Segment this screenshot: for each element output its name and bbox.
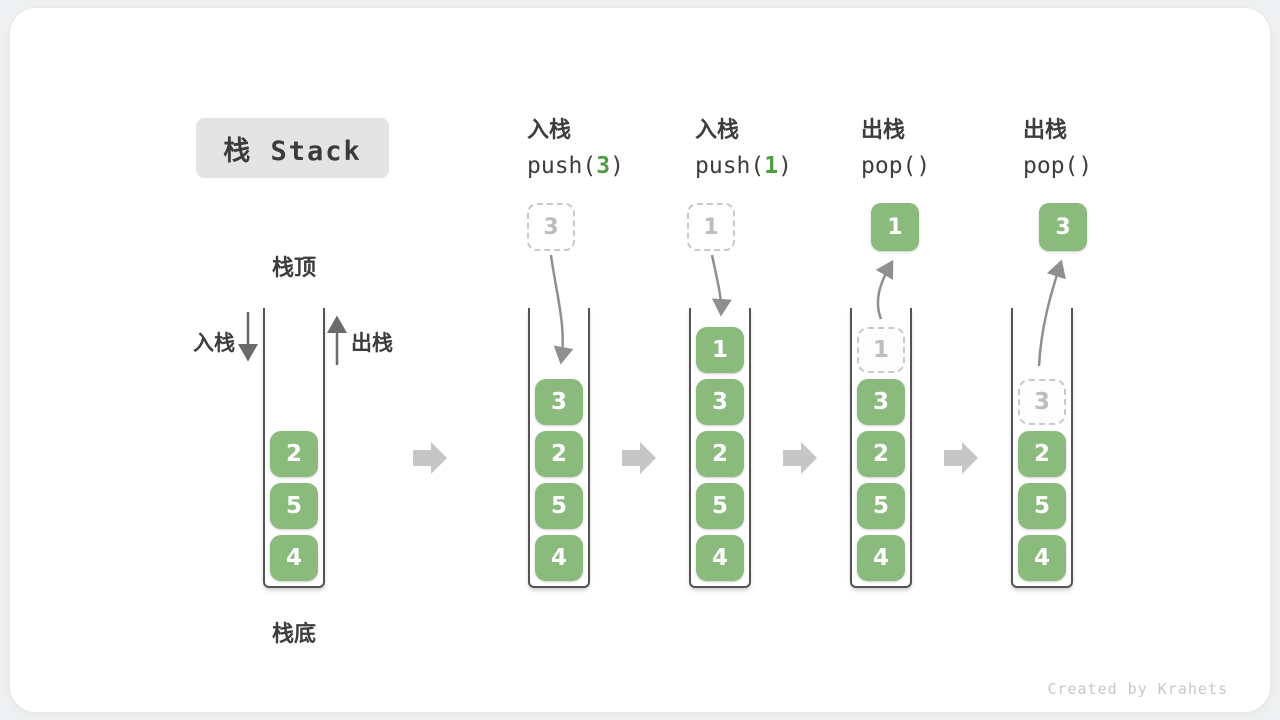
op1-code-post: ) bbox=[610, 153, 624, 179]
stack-cell: 3 bbox=[696, 379, 744, 425]
op3-code-pre: pop() bbox=[861, 153, 931, 179]
stack-cell: 4 bbox=[696, 535, 744, 581]
stack-cell: 4 bbox=[857, 535, 905, 581]
op2-code: push(1) bbox=[695, 153, 792, 179]
stack-cell: 5 bbox=[857, 483, 905, 529]
op2-code-pre: push( bbox=[695, 153, 765, 179]
stack-cell: 4 bbox=[535, 535, 583, 581]
op2-stack-container: 1 3 2 5 4 bbox=[689, 308, 751, 588]
op2-name: 入栈 bbox=[695, 118, 740, 143]
legend-stack-container: 2 5 4 bbox=[263, 308, 325, 588]
op3-popped-box: 1 bbox=[871, 203, 919, 251]
op4-code-pre: pop() bbox=[1023, 153, 1093, 179]
op3-code: pop() bbox=[861, 153, 930, 179]
stack-top-label: 栈顶 bbox=[271, 256, 316, 281]
op4-name: 出栈 bbox=[1023, 118, 1068, 143]
op4-header: 出栈 pop() bbox=[1023, 112, 1092, 179]
stack-cell: 5 bbox=[1018, 483, 1066, 529]
next-step-arrow-icon bbox=[622, 442, 656, 474]
op4-code: pop() bbox=[1023, 153, 1092, 179]
stack-cell: 5 bbox=[696, 483, 744, 529]
stack-cell: 2 bbox=[1018, 431, 1066, 477]
stack-cell: 1 bbox=[696, 327, 744, 373]
op1-incoming-box: 3 bbox=[527, 203, 575, 251]
op4-stack-container: 3 2 5 4 bbox=[1011, 308, 1073, 588]
op2-code-post: ) bbox=[778, 153, 792, 179]
op1-header: 入栈 push(3) bbox=[527, 112, 624, 179]
next-step-arrow-icon bbox=[944, 442, 978, 474]
op2-incoming-box: 1 bbox=[687, 203, 735, 251]
title-badge: 栈 Stack bbox=[196, 118, 389, 178]
op1-code: push(3) bbox=[527, 153, 624, 179]
stack-cell: 2 bbox=[535, 431, 583, 477]
op1-name: 入栈 bbox=[527, 118, 572, 143]
op2-header: 入栈 push(1) bbox=[695, 112, 792, 179]
pop-label: 出栈 bbox=[351, 331, 393, 355]
op4-popped-box: 3 bbox=[1039, 203, 1087, 251]
stack-cell: 5 bbox=[535, 483, 583, 529]
op2-code-arg: 1 bbox=[764, 153, 779, 179]
stack-cell-ghost: 1 bbox=[857, 327, 905, 373]
diagram-card: 栈 Stack 栈顶 栈底 入栈 出栈 2 5 4 入栈 push(3) 3 3… bbox=[10, 8, 1270, 712]
op1-stack-container: 3 2 5 4 bbox=[528, 308, 590, 588]
op3-header: 出栈 pop() bbox=[861, 112, 930, 179]
watermark-text: Created by Krahets bbox=[1047, 680, 1228, 698]
op3-name: 出栈 bbox=[861, 118, 906, 143]
stack-cell: 2 bbox=[696, 431, 744, 477]
stack-cell: 3 bbox=[535, 379, 583, 425]
stack-bottom-label: 栈底 bbox=[271, 622, 316, 647]
op1-code-arg: 3 bbox=[596, 153, 611, 179]
next-step-arrow-icon bbox=[413, 442, 447, 474]
stack-cell: 2 bbox=[270, 431, 318, 477]
next-step-arrow-icon bbox=[783, 442, 817, 474]
push-label: 入栈 bbox=[193, 331, 235, 355]
op2-push-arrow-icon bbox=[710, 254, 732, 317]
op1-code-pre: push( bbox=[527, 153, 597, 179]
stack-cell: 2 bbox=[857, 431, 905, 477]
op3-stack-container: 1 3 2 5 4 bbox=[850, 308, 912, 588]
stack-cell-ghost: 3 bbox=[1018, 379, 1066, 425]
stack-cell: 4 bbox=[1018, 535, 1066, 581]
stack-cell: 4 bbox=[270, 535, 318, 581]
stack-cell: 5 bbox=[270, 483, 318, 529]
stack-cell: 3 bbox=[857, 379, 905, 425]
